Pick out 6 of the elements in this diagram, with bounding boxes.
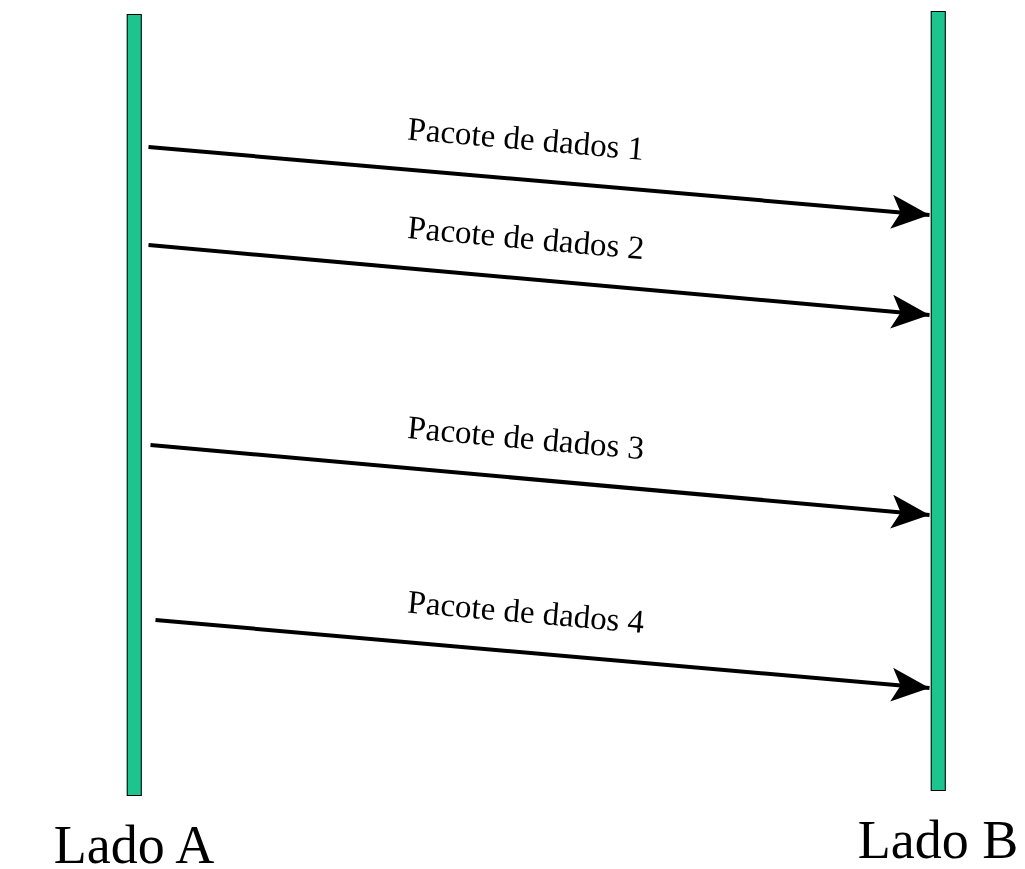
arrow xyxy=(148,243,930,329)
side-label: Lado A xyxy=(53,818,215,869)
side-label: Lado B xyxy=(857,813,1019,867)
arrow xyxy=(148,145,930,229)
arrow xyxy=(155,618,930,702)
arrow xyxy=(150,443,930,529)
